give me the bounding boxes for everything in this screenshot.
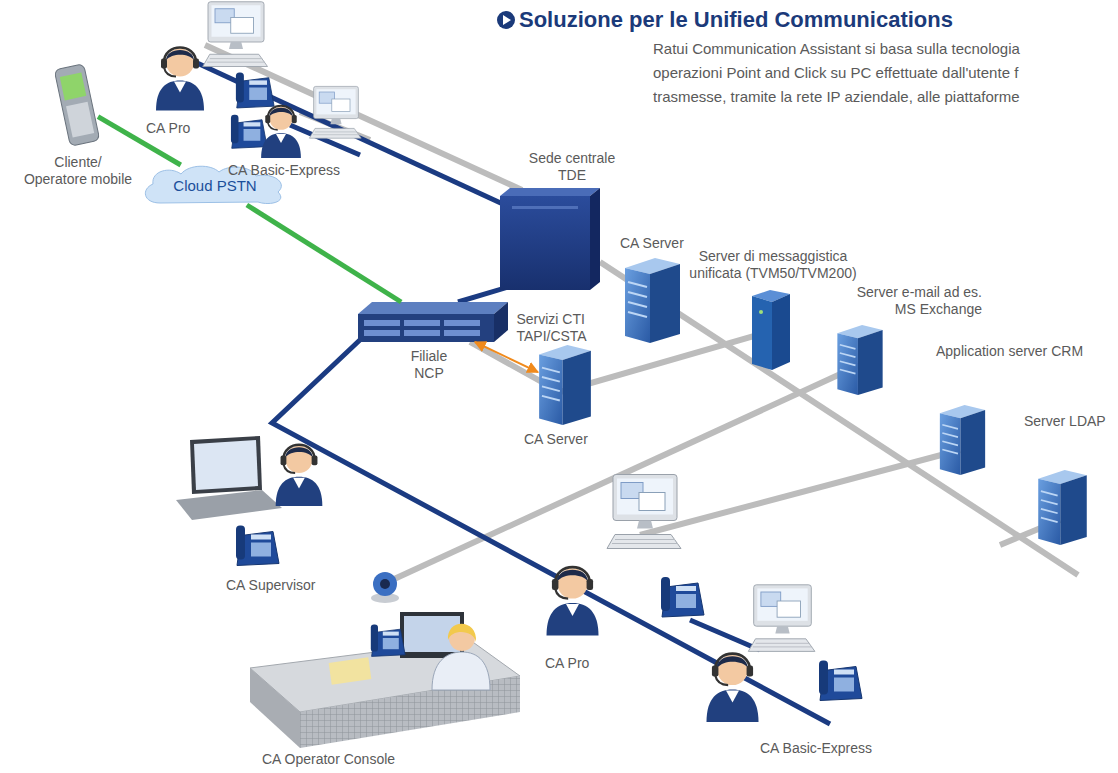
device-node: CA Pro <box>150 5 275 115</box>
device-node: CA Pro <box>540 470 705 640</box>
intro-text-line: Ratui Communication Assistant si basa su… <box>653 40 1020 57</box>
node-label: Server e-mail ad es. MS Exchange <box>832 284 982 318</box>
node-label: CA Server <box>524 431 614 448</box>
node-label: CA Pro <box>545 655 615 672</box>
node-label: Application server CRM <box>936 343 1108 360</box>
device-node: Server LDAP <box>1035 470 1090 545</box>
node-label: Filiale NCP <box>396 348 462 382</box>
device-node: CA Basic-Express <box>228 85 367 158</box>
device-node: CA Supervisor <box>170 435 330 572</box>
node-label: CA Pro <box>146 120 216 137</box>
link-label: Servizi CTI TAPI/CSTA <box>514 311 600 345</box>
node-label: Sede centrale TDE <box>522 150 622 184</box>
network-link <box>247 205 401 302</box>
device-node: Sede centrale TDE <box>500 188 600 290</box>
device-node: CA Basic-Express <box>700 583 865 723</box>
network-link <box>475 342 538 372</box>
node-label: CA Basic-Express <box>760 740 910 757</box>
intro-text-line: operazioni Point and Click su PC effettu… <box>653 64 1018 81</box>
node-label: Server di messaggistica unificata (TVM50… <box>688 248 858 282</box>
node-label: CA Basic-Express <box>228 162 368 179</box>
device-node: CA Server <box>538 345 592 425</box>
node-label: CA Operator Console <box>262 751 432 768</box>
node-label: CA Supervisor <box>226 577 346 594</box>
device-node: Server di messaggistica unificata (TVM50… <box>752 290 790 370</box>
device-node: Filiale NCP <box>358 302 508 342</box>
device-node: Cliente/ Operatore mobile <box>58 62 98 148</box>
device-node: Application server CRM <box>935 405 990 475</box>
device-node: Server e-mail ad es. MS Exchange <box>835 325 885 395</box>
node-label: Cliente/ Operatore mobile <box>22 154 134 188</box>
device-node: CA Server <box>625 258 680 343</box>
diagram-title: Soluzione per le Unified Communications <box>519 7 953 33</box>
intro-text-line: trasmesse, tramite la rete IP aziendale,… <box>653 88 1020 105</box>
cloud-label: Cloud PSTN <box>173 177 256 194</box>
device-node: CA Operator Console <box>240 610 520 748</box>
node-label: CA Server <box>620 235 710 252</box>
node-label: Server LDAP <box>1024 413 1106 430</box>
